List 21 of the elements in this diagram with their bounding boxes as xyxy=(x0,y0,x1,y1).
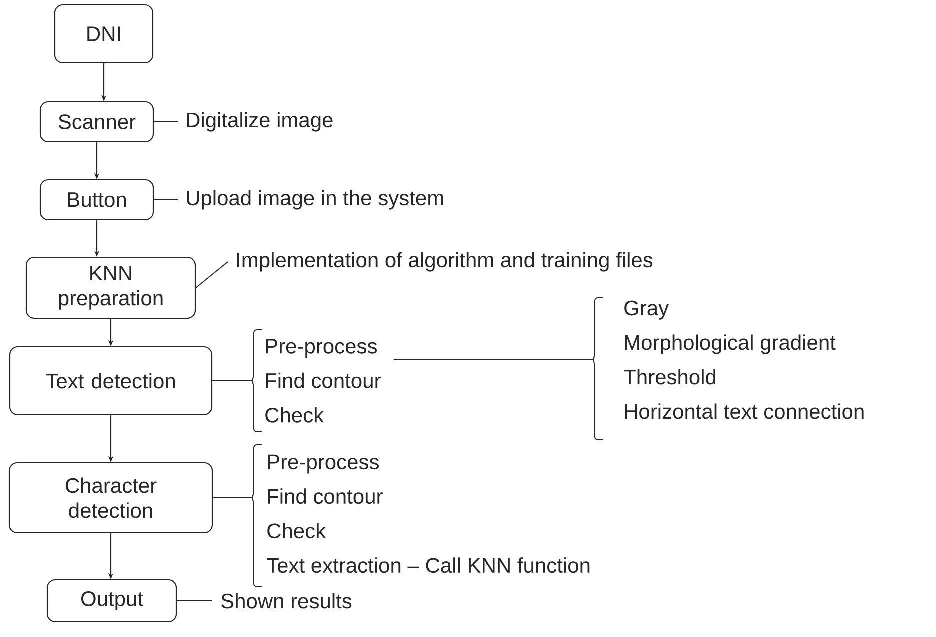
connector-line xyxy=(212,380,252,382)
annotation-text: Digitalize image xyxy=(187,112,333,132)
annotation-text: Implementation of algorithm and training files xyxy=(238,252,653,272)
step-list: Pre-process Find contour Check xyxy=(266,339,381,423)
connector-line xyxy=(394,359,593,361)
annotation-text: Upload image in the system xyxy=(187,190,444,210)
process-box: KNN preparation xyxy=(26,256,196,320)
process-box: Button xyxy=(40,179,154,221)
step-list: Pre-process Find contour Check Text extraction – Call KNN function xyxy=(267,454,590,574)
leader-line xyxy=(177,600,212,602)
leader-line xyxy=(154,121,178,123)
step-list: Gray Morphological gradient Threshold Horizontal text connection xyxy=(624,300,864,420)
process-box: DNI xyxy=(54,4,154,64)
connector-line xyxy=(213,497,252,499)
process-box: Text detection xyxy=(9,346,213,416)
process-box: Character detection xyxy=(8,462,214,534)
leader-line xyxy=(154,199,178,201)
annotation-text: Shown results xyxy=(222,593,352,609)
process-box: Scanner xyxy=(40,101,154,143)
process-box: Output xyxy=(46,579,178,623)
leader-line xyxy=(196,262,228,288)
